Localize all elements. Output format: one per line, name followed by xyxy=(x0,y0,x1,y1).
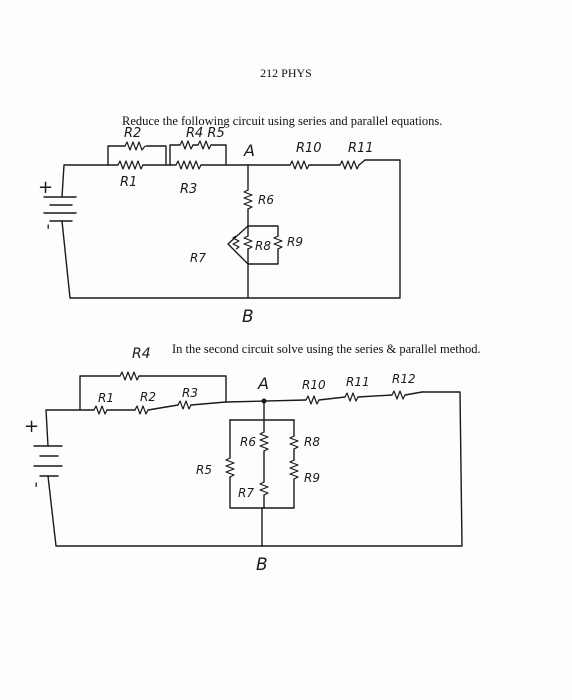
circuit-2-label-r6: R6 xyxy=(240,435,256,449)
circuit-2-node-b: B xyxy=(256,555,268,575)
circuit-2-resistor-r8 xyxy=(289,435,299,450)
circuit-2-resistor-r11 xyxy=(344,392,359,402)
circuit-1-resistor-r6 xyxy=(243,189,253,210)
circuit-2-label-r9: R9 xyxy=(304,471,320,485)
circuit-1-wire-r45-left xyxy=(169,144,181,166)
circuit-2-resistor-r10 xyxy=(305,395,320,405)
circuit-1-label-r6: R6 xyxy=(258,193,274,207)
circuit-2-node-a: A xyxy=(257,374,269,393)
circuit-2-resistor-r12 xyxy=(391,390,406,400)
circuit-1-label-r1: R1 xyxy=(120,175,137,190)
circuit-2-battery xyxy=(33,445,63,477)
circuit-1-label-r2: R2 xyxy=(124,126,141,141)
circuit-1-battery xyxy=(43,196,77,222)
circuit-1: + ' xyxy=(38,126,401,327)
page-header: 212 PHYS xyxy=(260,66,312,80)
circuit-1-wire-top-left xyxy=(61,164,109,198)
circuit-1-resistor-r9 xyxy=(273,235,283,250)
circuit-2-wire-r4-right xyxy=(138,375,227,403)
circuit-1-wire-r11-right xyxy=(358,159,366,166)
circuit-1-resistor-r2 xyxy=(124,141,146,151)
circuit-1-wire-r9-top xyxy=(247,225,279,237)
circuit-2-resistor-r5 xyxy=(225,457,235,478)
circuit-2-wire-r10-r11 xyxy=(318,396,346,401)
circuit-1-wire-outer xyxy=(61,159,401,299)
circuit-2-wire-r11-r12 xyxy=(357,394,393,398)
circuit-1-resistor-r3 xyxy=(175,160,202,170)
circuit-1-label-r3: R3 xyxy=(180,182,197,197)
circuit-2-label-r11: R11 xyxy=(346,375,370,389)
circuit-2-label-r4: R4 xyxy=(132,346,151,362)
circuit-2-resistor-r7 xyxy=(259,481,269,496)
circuit-1-resistor-r10 xyxy=(289,160,310,170)
circuit-2-resistor-r1 xyxy=(93,405,108,415)
circuit-1-node-a: A xyxy=(243,141,255,160)
circuit-2-label-r3: R3 xyxy=(182,386,198,400)
circuit-1-label-r4-r5: R4 R5 xyxy=(186,126,225,141)
circuit-2-wire-r4-left xyxy=(79,375,121,411)
circuit-2-resistor-r6 xyxy=(259,431,269,452)
circuit-1-resistor-r7 xyxy=(232,235,240,250)
circuit-1-plus-sign: + xyxy=(38,177,53,198)
circuit-2-wire-r12-right xyxy=(404,391,423,396)
circuit-2-wire-outer xyxy=(47,391,463,547)
circuit-2-wire-r5-bottom xyxy=(229,476,295,509)
circuit-2-resistor-r4 xyxy=(119,371,140,381)
circuit-2-wire-r2-r3 xyxy=(147,404,179,411)
circuit-2-label-r12: R12 xyxy=(392,372,416,386)
circuit-1-label-r11: R11 xyxy=(348,141,374,156)
circuit-2-label-r1: R1 xyxy=(98,391,114,405)
circuit-2-label-r10: R10 xyxy=(302,378,326,392)
circuit-1-resistor-r1 xyxy=(117,160,144,170)
circuit-1-label-r8: R8 xyxy=(255,239,271,253)
circuit-2-label-r2: R2 xyxy=(140,390,156,404)
circuit-2-label-r7: R7 xyxy=(238,486,254,500)
circuit-1-wire-r45-right xyxy=(210,144,227,166)
circuit-2-label-r5: R5 xyxy=(196,463,212,477)
circuit-1-resistor-r4 xyxy=(179,140,194,150)
circuit-1-label-r7: R7 xyxy=(190,251,206,265)
circuit-1-minus-mark: ' xyxy=(46,221,50,240)
circuit-1-wire-r9-bottom xyxy=(247,248,279,265)
circuit-2-wire-top-left xyxy=(45,409,81,447)
instruction-circuit-1: Reduce the following circuit using serie… xyxy=(122,114,443,128)
circuit-2: + ' xyxy=(24,346,463,575)
circuit-2-minus-mark: ' xyxy=(34,479,38,498)
circuit-2-plus-sign: + xyxy=(24,416,39,437)
circuit-1-wire-r7-diamond xyxy=(227,225,249,265)
circuit-1-label-r10: R10 xyxy=(296,141,322,156)
circuit-1-resistor-r5 xyxy=(197,140,212,150)
circuit-2-resistor-r9 xyxy=(289,459,299,480)
circuit-1-resistor-r8 xyxy=(243,235,253,250)
circuit-1-resistor-r11 xyxy=(339,160,360,170)
circuit-2-label-r8: R8 xyxy=(304,435,320,449)
circuit-2-wire-to-a xyxy=(190,399,307,406)
circuit-1-wire-r2-left xyxy=(107,145,126,166)
circuit-2-resistor-r2 xyxy=(134,405,149,415)
circuit-2-resistor-r3 xyxy=(177,400,192,410)
circuit-1-wire-r2-right xyxy=(145,145,167,166)
instruction-circuit-2: In the second circuit solve using the se… xyxy=(172,342,481,356)
circuit-1-node-b: B xyxy=(242,307,254,327)
circuit-1-label-r9: R9 xyxy=(287,235,303,249)
